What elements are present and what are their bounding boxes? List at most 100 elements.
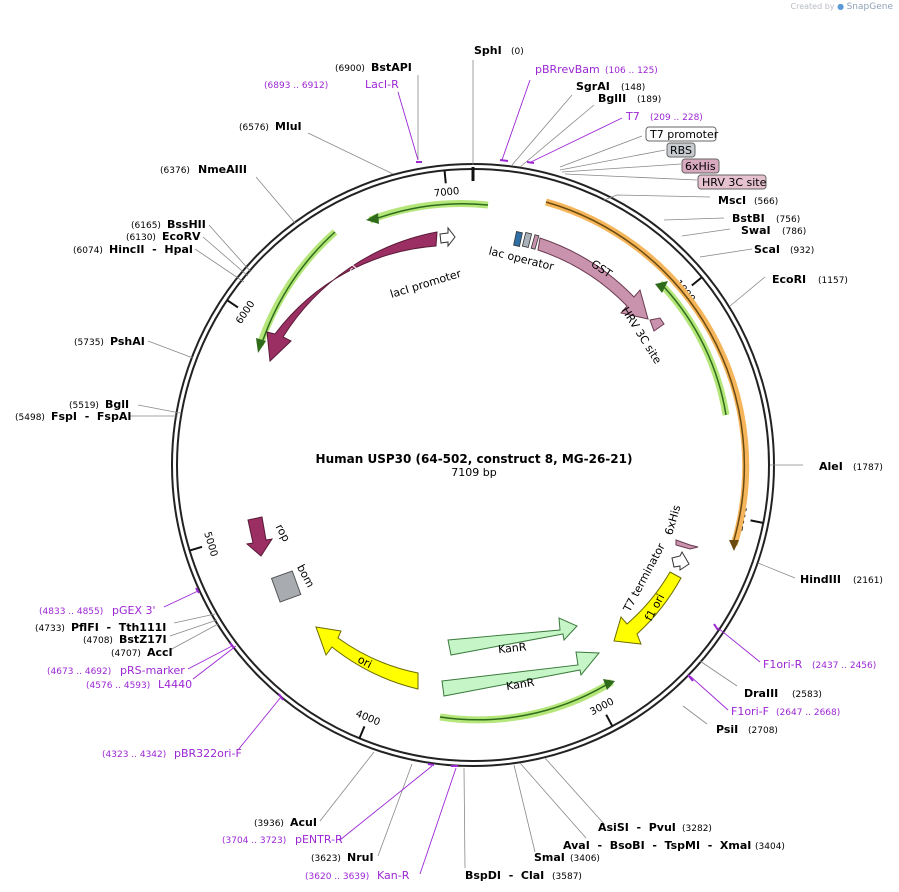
primer-prs-marker[interactable]: pRS-marker (120, 664, 185, 677)
green-orf1-arc (663, 286, 727, 416)
green-orf1-arrow-icon (655, 281, 668, 293)
his-label: 6xHis (662, 503, 683, 536)
site-pshai[interactable]: PshAI (110, 335, 145, 348)
site-bstapi[interactable]: BstAPI (371, 61, 412, 74)
site-pflfi-pos: (4733) (35, 624, 65, 634)
primer-pbr322ori-f[interactable]: pBR322ori-F (174, 747, 242, 760)
site-sgrai[interactable]: SgrAI (576, 80, 610, 93)
site-avai-group[interactable]: AvaI - BsoBI - TspMI - XmaI (563, 839, 751, 852)
site-ecori[interactable]: EcoRI (772, 273, 806, 286)
site-hindiii[interactable]: HindIII (800, 573, 841, 586)
primer-pbrrevbam[interactable]: pBRrevBam (535, 63, 600, 76)
primer-t7[interactable]: T7 (625, 110, 640, 123)
site-bstbi-pos: (756) (776, 215, 800, 225)
primer-laci-r[interactable]: LacI-R (365, 78, 399, 91)
gst-feature[interactable] (537, 237, 649, 320)
primer-prs-marker-range: (4673 .. 4692) (47, 667, 111, 677)
his-small-feature[interactable] (530, 234, 540, 250)
plasmid-title: Human USP30 (64-502, construct 8, MG-26-… (316, 452, 633, 466)
rop-feature[interactable] (245, 516, 274, 557)
rbs-feature[interactable] (521, 231, 533, 249)
site-draiii[interactable]: DraIII (744, 687, 778, 700)
site-acui-pos: (3936) (254, 819, 284, 829)
site-nrui[interactable]: NruI (347, 851, 374, 864)
site-asisi-pvui-pos: (3282) (682, 824, 712, 834)
lac-operator-feature[interactable] (513, 231, 523, 247)
site-msci[interactable]: MscI (718, 194, 746, 207)
kanr-feature-1[interactable] (447, 617, 578, 656)
site-bgli[interactable]: BglI (105, 398, 129, 411)
primer-pgex3-range: (4833 .. 4855) (39, 607, 103, 617)
kanr-feature-2[interactable] (441, 651, 601, 697)
primer-l4440[interactable]: L4440 (158, 678, 192, 691)
credit-prefix: Created by (790, 2, 835, 11)
t7-terminator-feature[interactable] (671, 550, 690, 571)
six-his-feature[interactable] (675, 539, 699, 550)
primer-f1ori-f[interactable]: F1ori-F (731, 705, 769, 718)
primer-pbrrevbam-range: (106 .. 125) (605, 66, 658, 76)
site-alei[interactable]: AleI (819, 460, 843, 473)
site-nrui-pos: (3623) (311, 854, 341, 864)
site-asisi-pvui[interactable]: AsiSI - PvuI (598, 821, 676, 834)
gst-orf-arc (545, 201, 746, 541)
site-ecorv[interactable]: EcoRV (162, 230, 201, 243)
site-acci[interactable]: AccI (147, 646, 173, 659)
laci-orf-arc (377, 203, 489, 219)
site-psii-pos: (2708) (748, 726, 778, 736)
rbs-box[interactable] (666, 142, 696, 158)
site-sphi[interactable]: SphI (474, 44, 502, 57)
green-orf2-arrow-icon (603, 679, 615, 690)
gst-orf-arrow-icon (729, 540, 739, 551)
primer-pentr-r[interactable]: pENTR-R (295, 833, 343, 846)
site-swai[interactable]: SwaI (741, 224, 771, 237)
site-mlui[interactable]: MluI (275, 120, 302, 133)
six-his-box[interactable] (681, 158, 720, 174)
site-fspi-fspai[interactable]: FspI - FspAI (51, 410, 131, 423)
t7-promoter-label: T7 promoter (649, 128, 719, 141)
site-bglii[interactable]: BglII (598, 92, 626, 105)
tick-6000 (226, 299, 239, 309)
site-hindiii-pos: (2161) (853, 576, 883, 586)
site-bstbi[interactable]: BstBI (732, 212, 765, 225)
t7-promoter-box[interactable] (645, 126, 717, 142)
site-smai-pos: (3406) (570, 854, 600, 864)
laci-promoter-feature[interactable] (439, 226, 456, 248)
f1-ori-feature[interactable] (613, 571, 682, 645)
green-orf2-arc (439, 684, 607, 721)
hrv-box[interactable] (697, 174, 767, 190)
site-bspdi-clai[interactable]: BspDI - ClaI (465, 869, 544, 882)
primer-f1ori-f-range: (2647 .. 2668) (776, 708, 840, 718)
site-nmeaiii[interactable]: NmeAIII (198, 163, 247, 176)
hrv-3c-site-feature[interactable] (649, 317, 665, 332)
site-ecori-pos: (1157) (818, 276, 848, 286)
bom-feature[interactable] (270, 570, 302, 603)
tick-3000 (605, 714, 614, 727)
laci-feature[interactable] (266, 231, 438, 363)
tick-2000 (750, 519, 764, 524)
site-acci-pos: (4707) (111, 649, 141, 659)
site-alei-pos: (1787) (853, 463, 883, 473)
site-draiii-pos: (2583) (792, 690, 822, 700)
site-hincii-hpai[interactable]: HincII - HpaI (109, 243, 193, 256)
credit-brand: SnapGene (846, 2, 893, 12)
site-scai[interactable]: ScaI (754, 243, 780, 256)
site-sphi-pos: (0) (511, 47, 524, 57)
tick-5000 (189, 545, 203, 552)
primer-f1ori-r-range: (2437 .. 2456) (812, 661, 876, 671)
site-leaders (130, 60, 803, 869)
primer-kan-r[interactable]: Kan-R (377, 869, 410, 882)
site-smai[interactable]: SmaI (534, 851, 565, 864)
primer-f1ori-r[interactable]: F1ori-R (763, 658, 803, 671)
site-bsshii[interactable]: BssHII (167, 218, 206, 231)
site-psii[interactable]: PsiI (716, 723, 738, 736)
site-bstz17i[interactable]: BstZ17I (119, 633, 167, 646)
hrv-box-label: HRV 3C site (702, 176, 767, 189)
site-pflfi-tth111i[interactable]: PflFI - Tth111I (71, 621, 166, 634)
primer-pgex3[interactable]: pGEX 3' (112, 604, 156, 617)
site-bsshii-pos: (6165) (131, 221, 161, 231)
primer-laci-r-range: (6893 .. 6912) (264, 81, 328, 91)
ori-feature[interactable] (315, 626, 419, 690)
site-acui[interactable]: AcuI (290, 816, 317, 829)
site-scai-pos: (932) (790, 246, 814, 256)
